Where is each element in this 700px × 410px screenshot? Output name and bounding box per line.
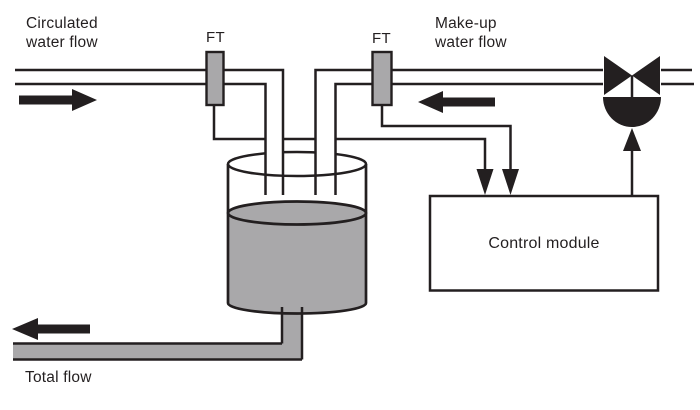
makeup-flow-arrow (418, 91, 495, 113)
signal-line-left-ft (212, 105, 487, 175)
valve-actuator-dome (603, 97, 661, 127)
outlet-pipe-horizontal (13, 343, 302, 360)
tank (13, 200, 368, 360)
inlet-pipe-right-interior (315, 84, 336, 196)
ft-left-label: FT (206, 29, 225, 46)
flow-transmitter-left (205, 50, 225, 107)
pipes (15, 68, 694, 195)
circulated-flow-arrow (19, 89, 97, 111)
signal-lines (212, 105, 634, 196)
signal-line-right-ft (380, 105, 512, 175)
valve-right-triangle (632, 56, 660, 95)
water-surface (226, 200, 368, 226)
tank-rim-front-arc (226, 163, 368, 178)
flow-arrows (12, 89, 495, 340)
makeup-pipe-top-line (314, 68, 692, 195)
makeup-pipe-bottom-line (334, 82, 694, 195)
valve-left-triangle (604, 56, 632, 95)
total-flow-arrow (12, 318, 90, 340)
total-flow-label: Total flow (25, 369, 92, 386)
arrowhead-to-valve (623, 128, 641, 151)
arrowhead-to-module-right (502, 169, 519, 195)
tank-bottom-arc (226, 302, 368, 315)
signal-arrowheads (476, 128, 641, 195)
arrowhead-to-module-left (476, 169, 494, 195)
inlet-pipe-left-interior (265, 84, 283, 196)
flow-transmitters (205, 50, 393, 107)
circulated-pipe-bottom-line (15, 82, 267, 195)
control-module-label: Control module (488, 234, 600, 252)
makeup-flow-label: Make-up water flow (435, 15, 507, 51)
tank-rim-back-arc (226, 150, 368, 165)
circulated-flow-label: Circulated water flow (26, 15, 98, 51)
control-module-box (428, 194, 660, 292)
control-valve (603, 56, 661, 127)
tank-outlines (13, 164, 368, 361)
flow-transmitter-right (371, 50, 393, 107)
ft-right-label: FT (372, 30, 391, 47)
circulated-pipe-top-line (15, 68, 285, 195)
tank-water-body (228, 213, 366, 314)
